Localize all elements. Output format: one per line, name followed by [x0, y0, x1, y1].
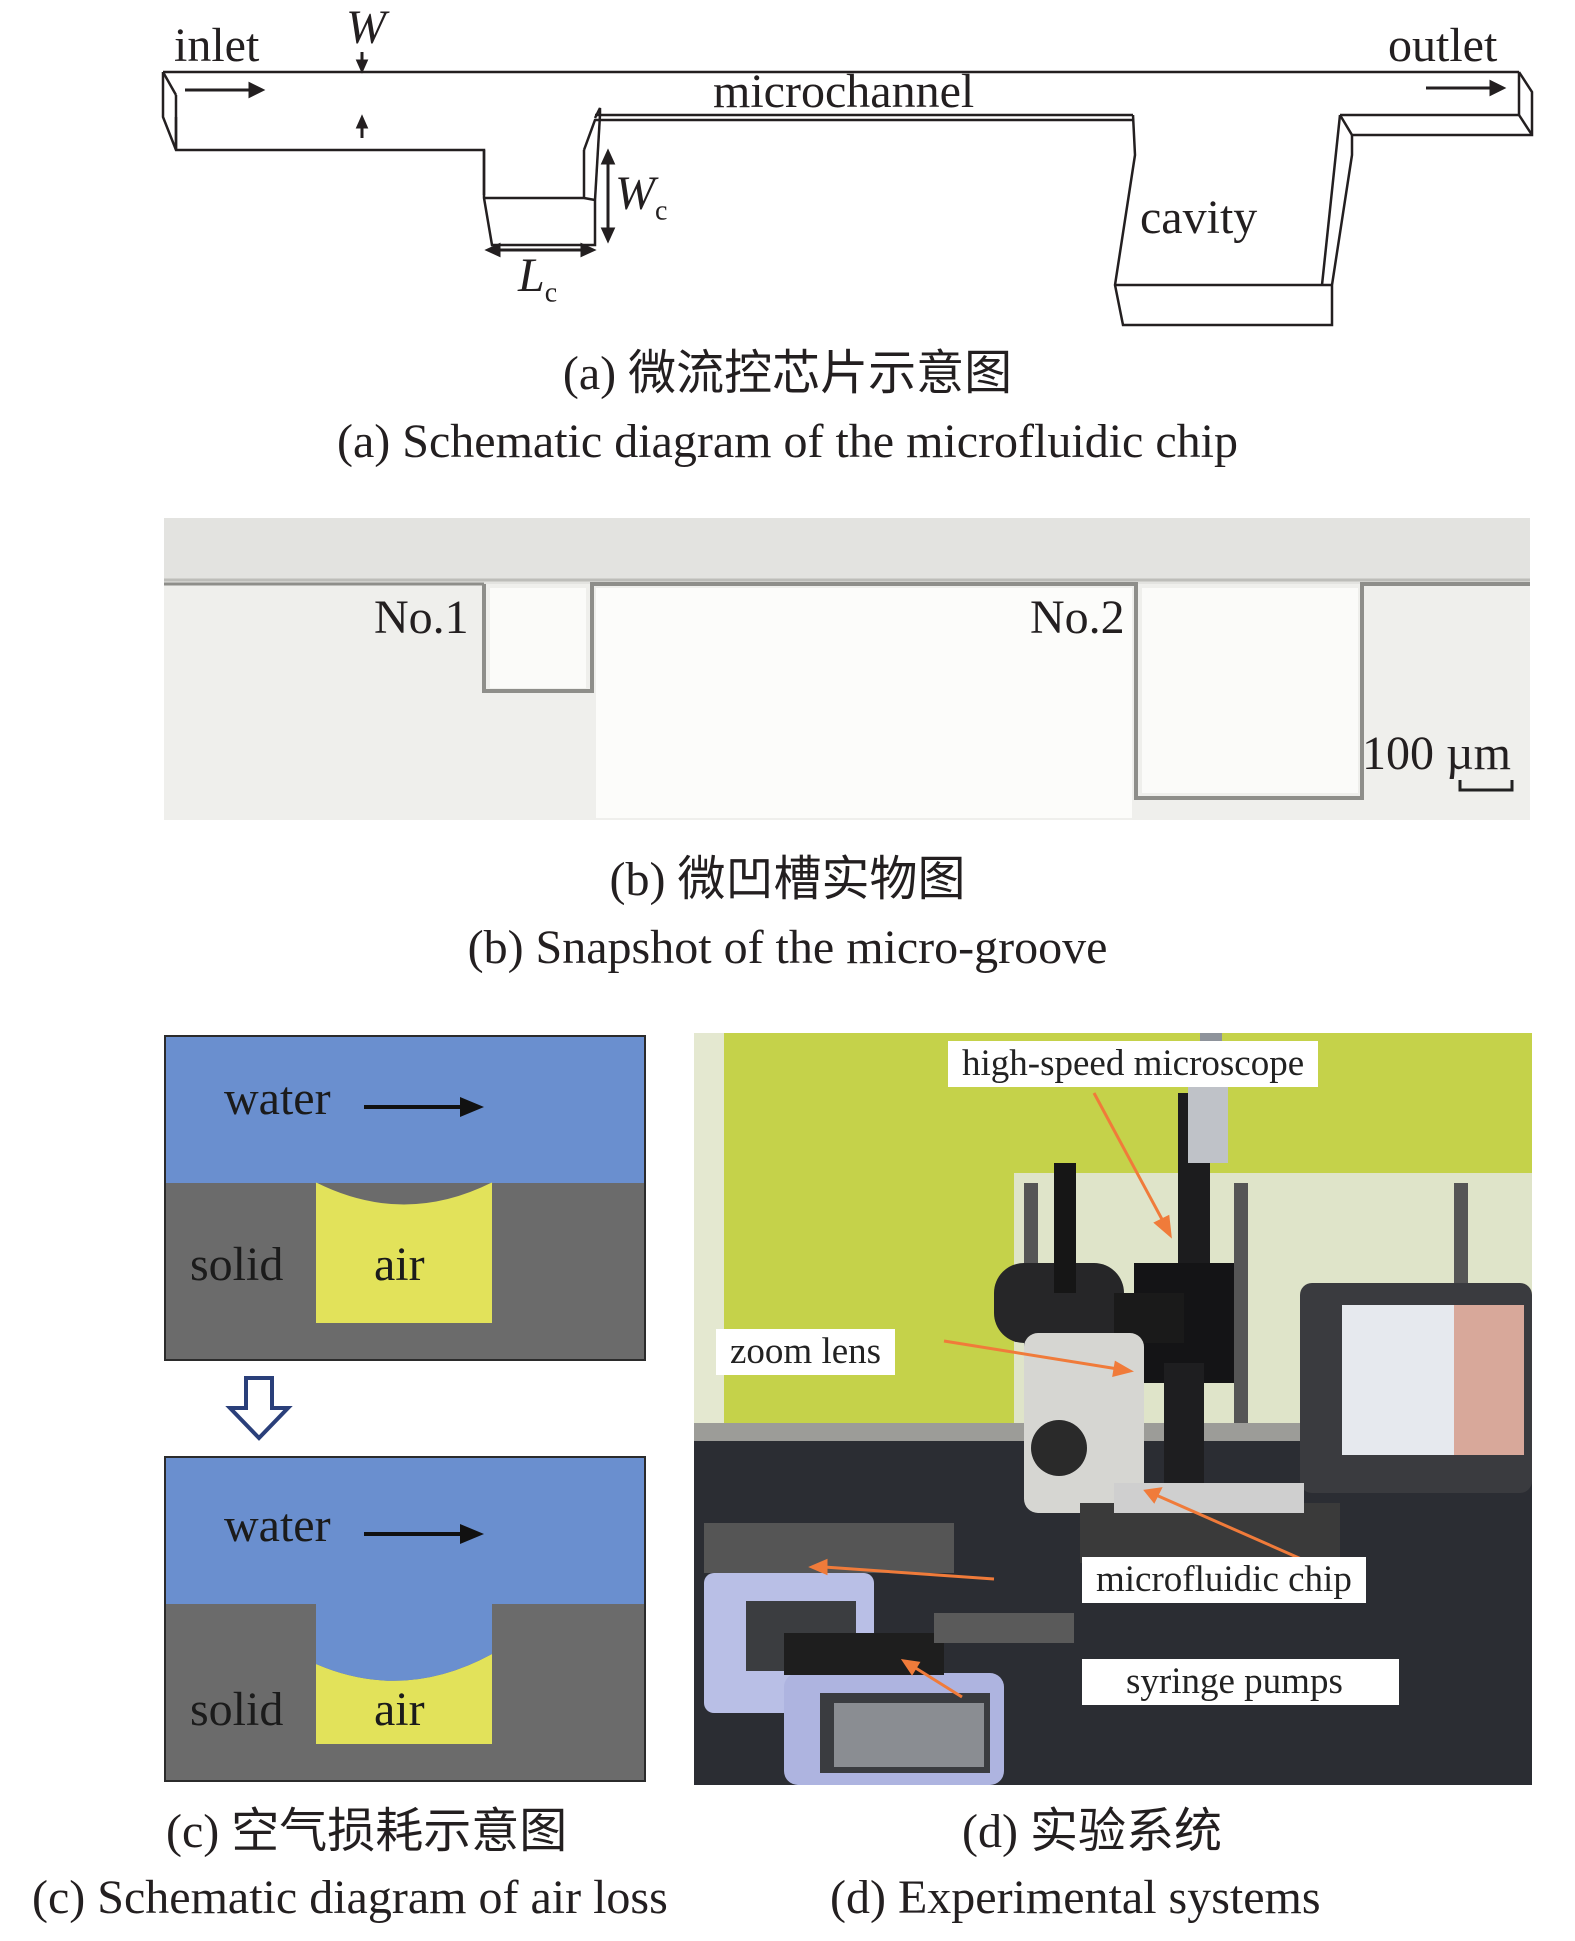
water-label: water — [224, 1500, 331, 1552]
groove-outline — [164, 518, 1530, 820]
scale-bar-label: 100 µm — [1362, 728, 1511, 780]
air-label: air — [374, 1684, 425, 1736]
right-arrow-icon — [460, 1524, 484, 1544]
caption-b-en: (b) Snapshot of the micro-groove — [0, 920, 1575, 976]
caption-b-cn: (b) 微凹槽实物图 — [0, 852, 1575, 908]
air-label: air — [374, 1239, 425, 1291]
wc-subscript: c — [655, 196, 667, 227]
label-syringe-pumps: syringe pumps — [1082, 1659, 1399, 1705]
caption-a-en: (a) Schematic diagram of the microfluidi… — [0, 414, 1575, 470]
lc-label: Lc — [518, 250, 557, 320]
air-loss-initial: water solid air — [164, 1035, 646, 1361]
no2-label: No.2 — [1030, 592, 1125, 644]
no1-label: No.1 — [374, 592, 469, 644]
micro-groove-snapshot — [164, 518, 1530, 820]
caption-d-cn: (d) 实验系统 — [962, 1806, 1222, 1858]
lc-symbol: L — [518, 249, 545, 302]
cavity-label: cavity — [1140, 192, 1257, 244]
label-microfluidic-chip: microfluidic chip — [1082, 1557, 1366, 1603]
outlet-label: outlet — [1388, 20, 1497, 72]
experimental-photo: high-speed microscope zoom lens microflu… — [694, 1033, 1532, 1785]
caption-c-cn: (c) 空气损耗示意图 — [166, 1806, 567, 1858]
lc-subscript: c — [545, 278, 557, 309]
water-label: water — [224, 1073, 331, 1125]
caption-d-en: (d) Experimental systems — [830, 1872, 1321, 1924]
label-high-speed-microscope: high-speed microscope — [948, 1041, 1318, 1087]
caption-a-cn: (a) 微流控芯片示意图 — [0, 346, 1575, 402]
down-arrow-outline-icon — [224, 1374, 294, 1444]
wc-symbol: W — [615, 167, 655, 220]
solid-label: solid — [190, 1684, 283, 1736]
caption-c-en: (c) Schematic diagram of air loss — [32, 1872, 668, 1924]
right-arrow-icon — [460, 1097, 484, 1117]
microchannel-label: microchannel — [713, 66, 974, 118]
label-zoom-lens: zoom lens — [716, 1329, 895, 1375]
inlet-label: inlet — [174, 20, 259, 72]
solid-label: solid — [190, 1239, 283, 1291]
wc-label: Wc — [615, 168, 667, 238]
air-loss-final: water solid air — [164, 1456, 646, 1782]
w-label: W — [346, 2, 386, 54]
